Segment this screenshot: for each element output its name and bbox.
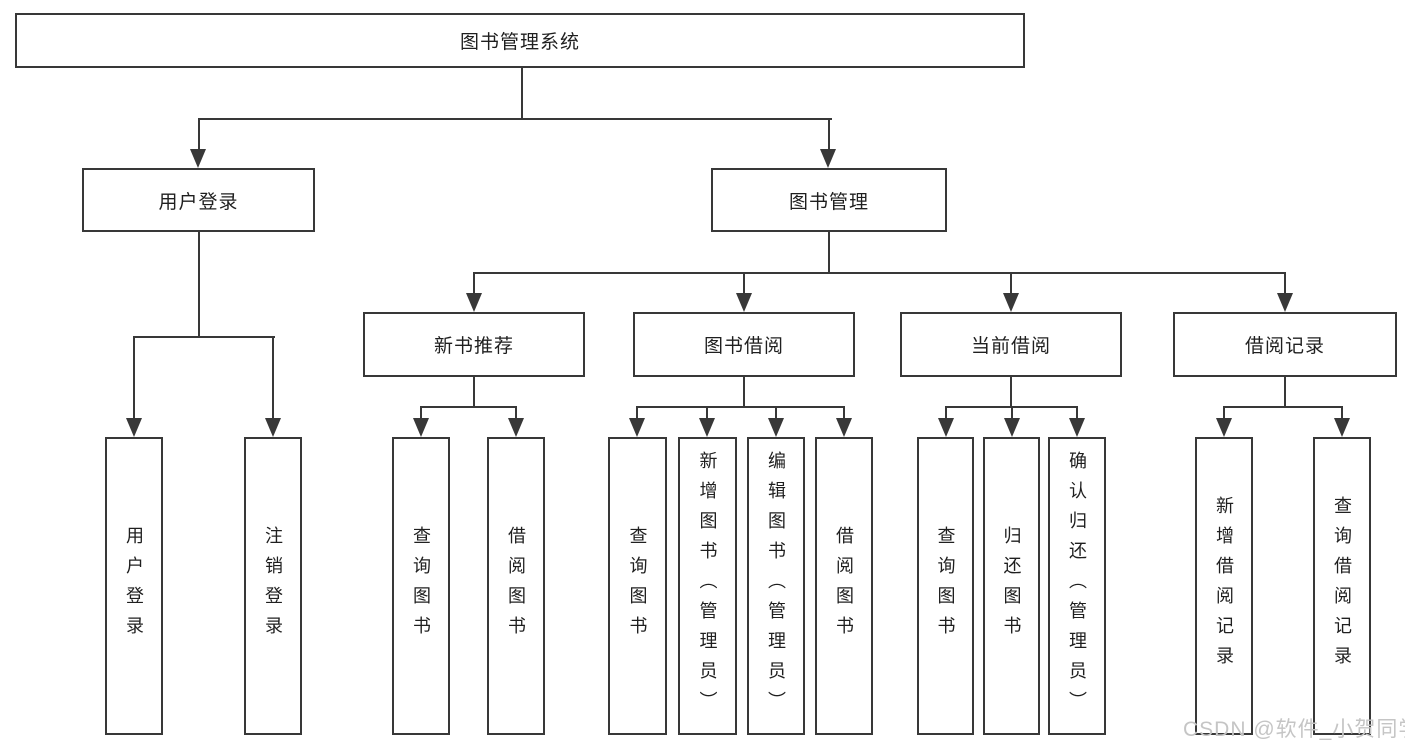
connector-line [272, 336, 274, 419]
node-label: 图书借阅 [703, 336, 784, 357]
connector-line [420, 406, 422, 420]
connector-line [198, 118, 832, 120]
node-borrowing-records: 借阅记录 [1173, 312, 1397, 377]
node-current-borrowing: 当前借阅 [900, 312, 1122, 377]
leaf-label: 编辑图书（管理员） [766, 451, 786, 721]
node-label: 当前借阅 [970, 336, 1051, 357]
arrowhead-icon [1003, 293, 1019, 312]
arrowhead-icon [1216, 418, 1232, 437]
connector-line [133, 336, 135, 419]
connector-line [828, 232, 830, 274]
connector-line [1010, 272, 1012, 294]
connector-line [1341, 406, 1343, 420]
node-label: 新书推荐 [433, 336, 514, 357]
leaf-user-login: 用户登录 [105, 437, 163, 735]
arrowhead-icon [508, 418, 524, 437]
node-book-management: 图书管理 [711, 168, 947, 232]
arrowhead-icon [629, 418, 645, 437]
arrowhead-icon [820, 149, 836, 168]
node-book-borrowing: 图书借阅 [633, 312, 855, 377]
connector-line [843, 406, 845, 420]
arrowhead-icon [1004, 418, 1020, 437]
connector-line [636, 406, 638, 420]
leaf-label: 查询图书 [935, 526, 956, 646]
leaf-query-borrow-record: 查询借阅记录 [1313, 437, 1371, 735]
leaf-confirm-return-admin: 确认归还（管理员） [1048, 437, 1106, 735]
connector-line [1076, 406, 1078, 420]
leaf-query-books: 查询图书 [392, 437, 450, 735]
arrowhead-icon [265, 418, 281, 437]
connector-line [828, 118, 830, 150]
connector-line [1011, 406, 1013, 420]
connector-line [1010, 377, 1012, 406]
leaf-logout: 注销登录 [244, 437, 302, 735]
leaf-label: 新增图书（管理员） [697, 451, 718, 721]
leaf-label: 查询图书 [411, 526, 431, 646]
connector-line [198, 118, 200, 150]
arrowhead-icon [938, 418, 954, 437]
arrowhead-icon [699, 418, 715, 437]
connector-line [420, 406, 517, 408]
arrowhead-icon [1069, 418, 1085, 437]
connector-line [1284, 272, 1286, 294]
leaf-label: 确认归还（管理员） [1067, 451, 1087, 721]
node-label: 图书管理 [788, 191, 869, 213]
arrowhead-icon [190, 149, 206, 168]
connector-line [521, 68, 523, 120]
node-library-management-system: 图书管理系统 [15, 13, 1025, 68]
csdn-watermark: CSDN @软件_小贺同学 [1183, 718, 1405, 741]
leaf-query-books-2: 查询图书 [608, 437, 667, 735]
connector-line [473, 377, 475, 406]
arrowhead-icon [466, 293, 482, 312]
connector-line [945, 406, 947, 420]
node-label: 借阅记录 [1244, 336, 1325, 357]
connector-line [743, 377, 745, 406]
arrowhead-icon [736, 293, 752, 312]
connector-line [198, 232, 200, 336]
connector-line [133, 336, 275, 338]
connector-line [1284, 377, 1286, 406]
arrowhead-icon [1277, 293, 1293, 312]
arrowhead-icon [1334, 418, 1350, 437]
node-new-book-recommendation: 新书推荐 [363, 312, 585, 377]
connector-line [1223, 406, 1225, 420]
leaf-label: 归还图书 [1001, 526, 1022, 646]
leaf-query-books-3: 查询图书 [917, 437, 974, 735]
arrowhead-icon [836, 418, 852, 437]
connector-line [743, 272, 745, 294]
leaf-label: 新增借阅记录 [1214, 496, 1234, 676]
node-user-login: 用户登录 [82, 168, 315, 232]
leaf-return-books: 归还图书 [983, 437, 1040, 735]
leaf-borrow-books: 借阅图书 [487, 437, 545, 735]
connector-line [706, 406, 708, 420]
connector-line [473, 272, 1286, 274]
leaf-add-books-admin: 新增图书（管理员） [678, 437, 737, 735]
leaf-add-borrow-record: 新增借阅记录 [1195, 437, 1253, 735]
leaf-label: 注销登录 [263, 526, 283, 646]
leaf-label: 借阅图书 [834, 526, 854, 646]
arrowhead-icon [126, 418, 142, 437]
leaf-label: 借阅图书 [506, 526, 526, 646]
node-label: 用户登录 [158, 191, 239, 213]
connector-line [515, 406, 517, 420]
connector-line [473, 272, 475, 294]
arrowhead-icon [413, 418, 429, 437]
leaf-label: 查询借阅记录 [1332, 496, 1352, 676]
leaf-label: 查询图书 [627, 526, 648, 646]
leaf-borrow-books-2: 借阅图书 [815, 437, 873, 735]
node-label: 图书管理系统 [459, 32, 580, 53]
arrowhead-icon [768, 418, 784, 437]
leaf-label: 用户登录 [124, 526, 144, 646]
connector-line [775, 406, 777, 420]
leaf-edit-books-admin: 编辑图书（管理员） [747, 437, 805, 735]
connector-line [637, 406, 845, 408]
connector-line [1223, 406, 1342, 408]
